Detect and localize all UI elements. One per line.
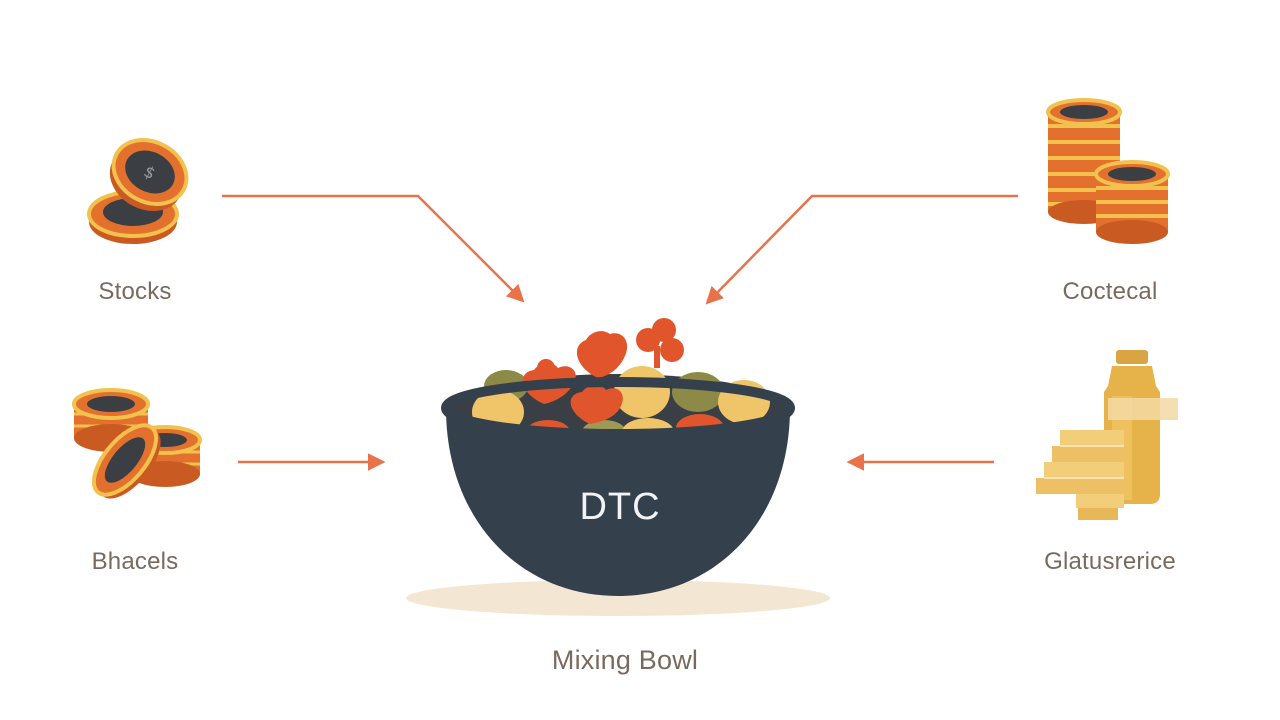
input-label-glatusrerice: Glatusrerice	[1044, 548, 1176, 575]
input-label-bhacels: Bhacels	[91, 548, 179, 575]
input-label-stocks: Stocks	[98, 278, 172, 305]
coin-stack-icon: $	[87, 138, 189, 244]
gold-bars-bottle-icon	[1036, 350, 1178, 520]
arrow-stocks-to-bowl	[222, 194, 525, 303]
bowl-caption: Mixing Bowl	[551, 645, 699, 675]
coin-stack-icon	[72, 388, 202, 499]
bowl-text: DTC	[579, 486, 661, 528]
input-label-coctecal: Coctecal	[1062, 278, 1158, 305]
coin-tower-icon	[1046, 98, 1170, 244]
bowl-shadow	[406, 580, 830, 616]
mixing-bowl	[441, 377, 795, 596]
arrow-crypto-to-bowl	[705, 194, 1018, 305]
